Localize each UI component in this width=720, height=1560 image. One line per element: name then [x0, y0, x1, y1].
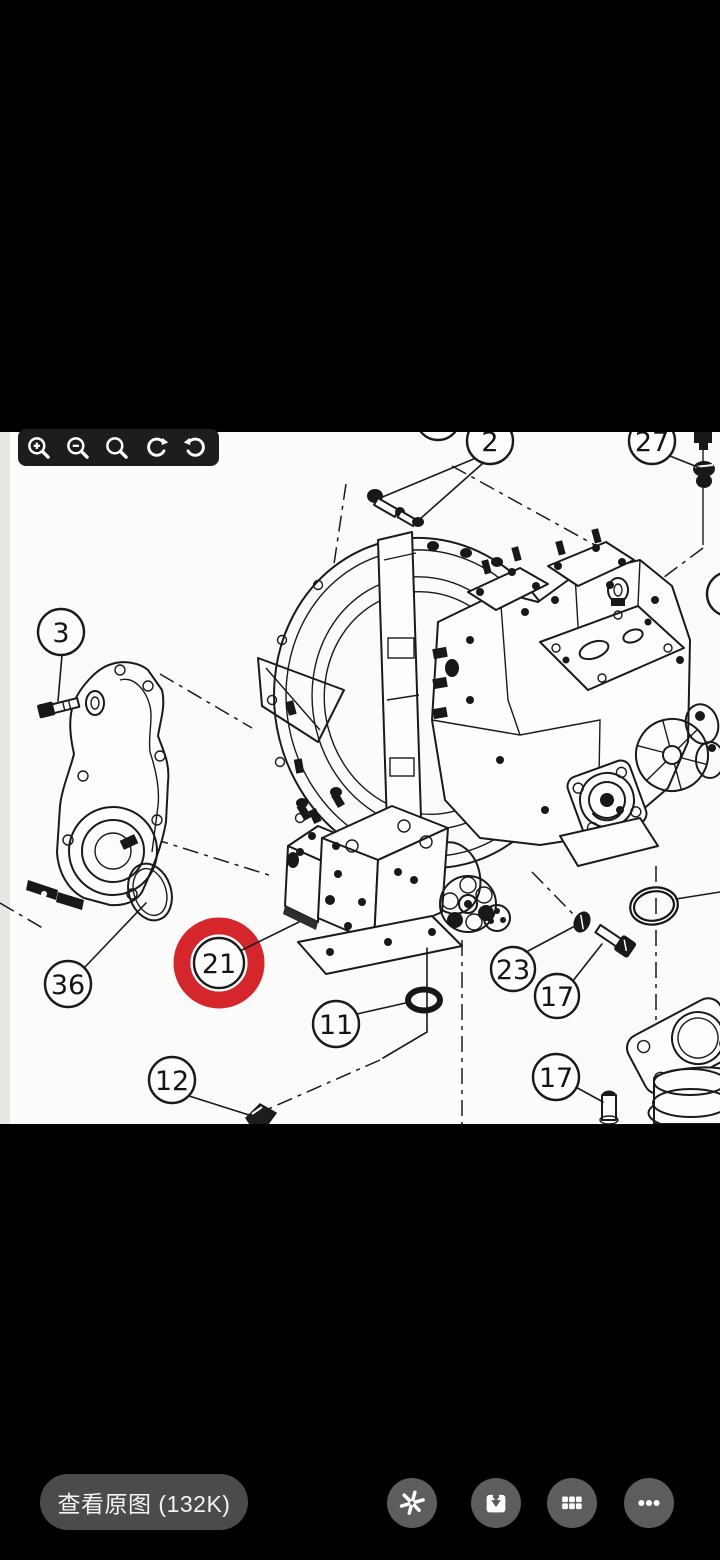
page-edge — [0, 432, 10, 1124]
callout-3: 3 — [36, 607, 86, 657]
svg-text:17: 17 — [540, 982, 574, 1013]
callout-partial-top — [419, 432, 457, 442]
download-icon — [486, 1493, 506, 1513]
svg-text:27: 27 — [635, 432, 669, 458]
callout-36: 36 — [43, 959, 93, 1009]
download-button[interactable] — [471, 1478, 521, 1528]
grid-button[interactable] — [547, 1478, 597, 1528]
search-button[interactable] — [103, 433, 133, 463]
more-icon — [638, 1499, 660, 1507]
view-original-button[interactable]: 查看原图 (132K) — [40, 1474, 248, 1530]
svg-text:12: 12 — [155, 1066, 189, 1097]
bolt-17a — [594, 923, 637, 958]
svg-text:11: 11 — [319, 1010, 353, 1041]
svg-text:36: 36 — [51, 970, 85, 1001]
parts-diagram: 2 27 3 36 21 11 23 — [0, 432, 720, 1124]
svg-text:17: 17 — [539, 1063, 573, 1094]
rotate-cw-button[interactable] — [143, 433, 173, 463]
zoom-toolbar — [18, 429, 219, 466]
bolt-3 — [37, 697, 81, 719]
callout-23: 23 — [489, 945, 537, 993]
leader-lines — [57, 455, 720, 1116]
callout-12: 12 — [147, 1055, 197, 1105]
o-ring-11 — [405, 986, 443, 1014]
highlight-ring — [173, 917, 265, 1009]
svg-text:3: 3 — [52, 618, 69, 649]
washer-23 — [573, 911, 591, 933]
flange-housing — [257, 531, 577, 870]
zoom-in-icon — [27, 437, 50, 459]
bolt-17b — [599, 1090, 619, 1124]
search-icon — [106, 437, 129, 459]
rotate-cw-icon — [147, 437, 169, 457]
zoom-out-button[interactable] — [64, 433, 94, 463]
callouts: 2 27 3 36 21 11 23 — [36, 432, 720, 1105]
zoom-in-button[interactable] — [25, 433, 55, 463]
callout-11: 11 — [311, 999, 361, 1049]
ai-lens-icon — [399, 1490, 425, 1515]
callout-17a: 17 — [533, 972, 581, 1020]
bolt-27 — [693, 432, 715, 545]
more-button[interactable] — [624, 1478, 674, 1528]
callout-2: 2 — [465, 432, 515, 466]
gear-cover — [26, 661, 170, 910]
svg-text:21: 21 — [202, 949, 236, 980]
ai-lens-button[interactable] — [387, 1478, 437, 1528]
callout-partial-right — [705, 572, 720, 616]
mounting-bolts-2 — [367, 489, 424, 528]
callout-27: 27 — [627, 432, 677, 466]
callout-21-highlighted: 21 — [173, 917, 300, 1009]
rotate-ccw-icon — [184, 437, 206, 457]
plug-12 — [245, 1103, 278, 1124]
zoom-out-icon — [67, 437, 89, 459]
image-canvas[interactable]: 2 27 3 36 21 11 23 — [0, 432, 720, 1124]
o-ring-36 — [127, 862, 173, 922]
stem-lines — [382, 947, 428, 1059]
gear-pump-21 — [283, 787, 511, 975]
callout-17b: 17 — [531, 1052, 581, 1102]
svg-text:2: 2 — [481, 432, 498, 458]
o-ring-right — [629, 886, 679, 926]
rotate-ccw-button[interactable] — [182, 433, 212, 463]
flange-17 — [625, 997, 720, 1124]
grid-icon — [562, 1496, 582, 1510]
svg-text:23: 23 — [496, 955, 530, 986]
main-pump-assembly — [431, 528, 720, 867]
